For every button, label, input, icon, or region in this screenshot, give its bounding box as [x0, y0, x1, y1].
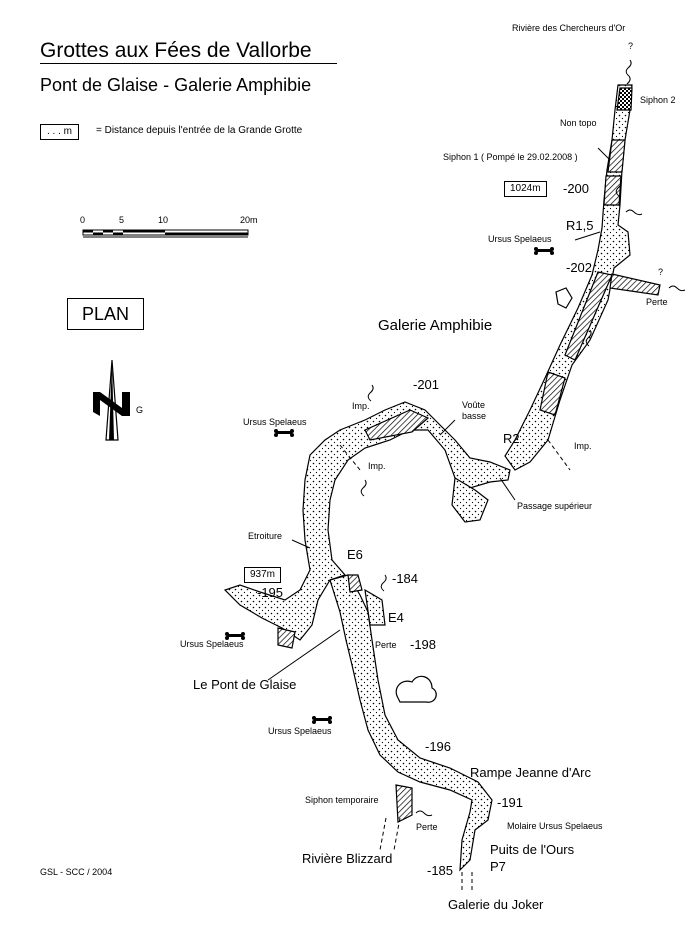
- label-galerie-amphibie: Galerie Amphibie: [378, 317, 493, 334]
- label-question-top: ?: [628, 41, 634, 51]
- label-depth-196: -196: [425, 739, 452, 754]
- label-siphon2: Siphon 2: [640, 95, 676, 105]
- scale-tick-0: 0: [80, 215, 86, 225]
- galerie-amphibie-passage: [223, 401, 511, 641]
- plan-label: PLAN: [67, 298, 145, 330]
- perte-side-passage: [609, 273, 661, 296]
- label-question-right: ?: [658, 267, 664, 277]
- label-ursus-2: Ursus Spelaeus: [243, 417, 307, 427]
- label-imp-3: Imp.: [368, 461, 386, 471]
- label-depth-195: -195: [257, 585, 284, 600]
- flow-squiggles: [360, 59, 686, 817]
- label-puits-de-lours: Puits de l'Ours: [490, 842, 575, 857]
- label-r15: R1,5: [566, 218, 594, 233]
- upper-gallery: [504, 84, 633, 471]
- scale-bar: [82, 229, 249, 238]
- label-perte-2: Perte: [375, 640, 397, 650]
- label-depth-198: -198: [410, 637, 437, 652]
- north-label: G: [136, 405, 144, 415]
- boulder-shape: [395, 675, 437, 703]
- label-riviere-chercheurs: Rivière des Chercheurs d'Or: [512, 23, 626, 33]
- label-distance-1024: 1024m: [504, 181, 547, 197]
- label-depth-202: -202: [566, 260, 593, 275]
- label-molaire: Molaire Ursus Spelaeus: [507, 821, 603, 831]
- label-ursus-3: Ursus Spelaeus: [180, 639, 244, 649]
- legend-distance-box: . . . m: [40, 124, 79, 140]
- leader-lines: [267, 147, 611, 681]
- pillar-shape: [555, 287, 573, 309]
- title-underline: [40, 63, 337, 64]
- label-voute-basse: Voûte basse: [462, 400, 487, 421]
- label-depth-185: -185: [427, 863, 454, 878]
- label-distance-937: 937m: [244, 567, 282, 583]
- label-riviere-blizzard: Rivière Blizzard: [302, 851, 393, 866]
- label-etroiture: Etroiture: [248, 531, 283, 541]
- map-subtitle: Pont de Glaise - Galerie Amphibie: [40, 75, 312, 95]
- label-non-topo: Non topo: [560, 118, 597, 128]
- label-galerie-du-joker: Galerie du Joker: [448, 897, 544, 912]
- label-ursus-1: Ursus Spelaeus: [488, 234, 552, 244]
- label-e4: E4: [388, 610, 404, 625]
- label-p7: P7: [490, 859, 506, 874]
- label-imp-1: Imp.: [352, 401, 370, 411]
- label-imp-2: Imp.: [574, 441, 592, 451]
- label-rampe-jeanne-darc: Rampe Jeanne d'Arc: [470, 765, 591, 780]
- label-ursus-4: Ursus Spelaeus: [268, 726, 332, 736]
- pont-de-glaise-passage: [277, 574, 493, 872]
- label-siphon1: Siphon 1 ( Pompé le 29.02.2008 ): [443, 152, 578, 162]
- label-perte-1: Perte: [646, 297, 668, 307]
- label-e6: E6: [347, 547, 363, 562]
- scale-tick-5: 5: [119, 215, 125, 225]
- scale-tick-20m: 20m: [240, 215, 258, 225]
- scale-tick-10: 10: [158, 215, 169, 225]
- dashed-continuations: [339, 439, 571, 892]
- label-depth-201: -201: [413, 377, 440, 392]
- label-pont-de-glaise: Le Pont de Glaise: [193, 677, 297, 692]
- label-r2: R2: [503, 431, 520, 446]
- label-depth-200: -200: [563, 181, 590, 196]
- label-perte-3: Perte: [416, 822, 438, 832]
- label-depth-184: -184: [392, 571, 419, 586]
- map-title: Grottes aux Fées de Vallorbe: [40, 39, 312, 62]
- bone-icons: [225, 247, 554, 724]
- label-passage-superieur: Passage supérieur: [517, 501, 593, 511]
- legend-description: = Distance depuis l'entrée de la Grande …: [96, 125, 303, 136]
- label-siphon-temporaire: Siphon temporaire: [305, 795, 379, 805]
- credit: GSL - SCC / 2004: [40, 867, 113, 877]
- label-depth-191: -191: [497, 795, 524, 810]
- north-arrow-icon: [93, 359, 130, 441]
